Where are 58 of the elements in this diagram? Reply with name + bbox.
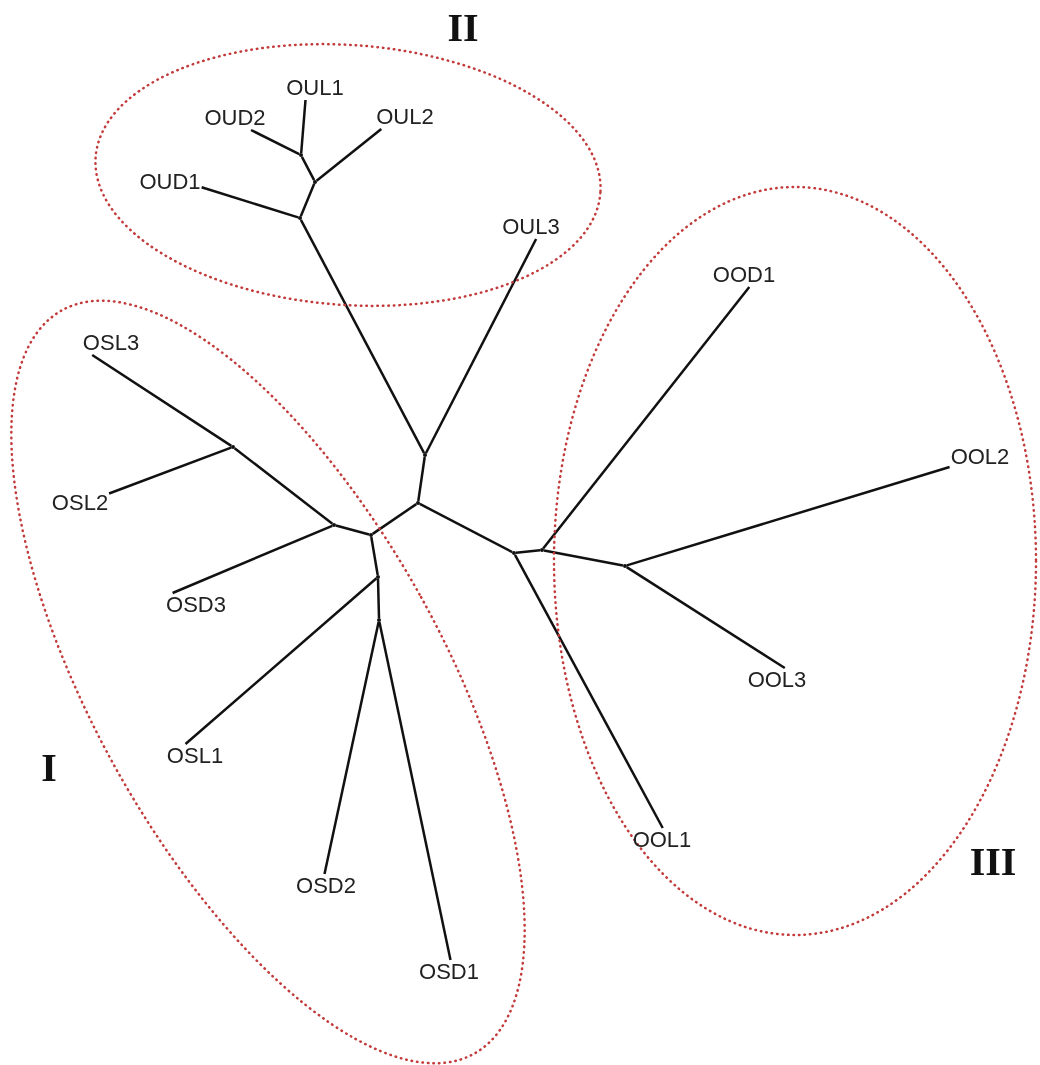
tree-branch (299, 99, 307, 154)
tree-branch (201, 186, 299, 219)
branch-point (332, 523, 336, 527)
tree-branch (543, 549, 624, 567)
branch-point (623, 564, 627, 568)
branch-point (376, 575, 380, 579)
tree-branch (417, 456, 426, 502)
taxon-label: OOL1 (632, 829, 692, 851)
taxon-label: OSL2 (51, 492, 109, 514)
taxon-label: OSD2 (296, 875, 356, 897)
branch-point (298, 216, 302, 220)
tree-branch (372, 503, 417, 535)
tree-branch (299, 183, 316, 217)
taxon-label: OOD1 (712, 264, 776, 286)
tree-branch (233, 447, 334, 525)
tree-branch (172, 524, 333, 595)
tree-branch (370, 536, 379, 576)
tree-branch (299, 219, 426, 454)
tree-branch (184, 577, 378, 745)
tree-branch (108, 446, 232, 495)
branch-point (231, 445, 235, 449)
branch-point (540, 548, 544, 552)
branch-point (299, 153, 303, 157)
taxon-label: OUL3 (502, 216, 560, 238)
branch-point (512, 551, 516, 555)
taxon-label: OUD1 (139, 171, 201, 193)
tree-branch (513, 554, 664, 829)
tree-branch (515, 548, 541, 555)
cluster-label: II (447, 8, 479, 48)
tree-branch (376, 578, 381, 619)
tree-branch (300, 156, 316, 181)
tree-branch (315, 128, 383, 182)
taxon-label: OUL1 (286, 77, 344, 99)
branch-point (313, 180, 317, 184)
taxon-label: OUL2 (376, 106, 434, 128)
taxon-label: OSD1 (419, 961, 479, 983)
cluster-label: III (969, 842, 1017, 882)
branch-point (369, 533, 373, 537)
taxon-label: OOL2 (950, 446, 1010, 468)
tree-branch (335, 524, 370, 536)
cluster-label: I (41, 748, 57, 788)
tree-branch (424, 238, 538, 454)
tree-branch (626, 566, 786, 670)
tree-branch (91, 353, 232, 447)
tree-branch (542, 286, 751, 550)
taxon-label: OSL3 (82, 332, 140, 354)
tree-branch (626, 465, 950, 567)
taxon-label: OUD2 (204, 107, 266, 129)
branch-point (377, 618, 381, 622)
taxon-label: OOL3 (747, 669, 807, 691)
branch-point (423, 453, 427, 457)
tree-branch (419, 502, 513, 554)
taxon-label: OSL1 (166, 745, 224, 767)
tree-branch (250, 128, 300, 156)
branch-point (416, 501, 420, 505)
tree-branch (323, 621, 380, 875)
taxon-label: OSD3 (166, 594, 226, 616)
tree-branch (378, 621, 452, 961)
